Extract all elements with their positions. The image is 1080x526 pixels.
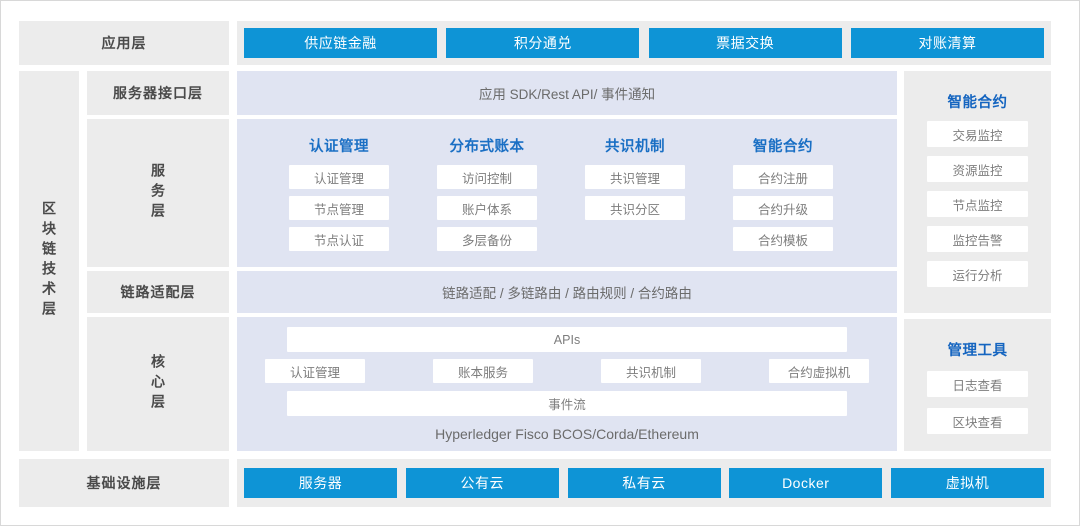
service-column-title: 共识机制: [605, 139, 665, 155]
service-layer-label: 服务层: [87, 119, 229, 267]
server-interface-layer-label: 服务器接口层: [87, 71, 229, 115]
app-item-supply-chain-finance[interactable]: 供应链金融: [244, 28, 437, 58]
panel-smart-contract-title: 智能合约: [947, 95, 1008, 111]
service-item-access-control[interactable]: 访问控制: [437, 165, 537, 189]
core-engine-list: Hyperledger Fisco BCOS/Corda/Ethereum: [435, 426, 699, 442]
service-column-title: 分布式账本: [449, 139, 525, 155]
link-adaptation-layer-label: 链路适配层: [87, 271, 229, 313]
core-layer-label: 核心层: [87, 317, 229, 451]
infrastructure-layer-strip: 服务器 公有云 私有云 Docker 虚拟机: [237, 459, 1051, 507]
infra-item-server[interactable]: 服务器: [244, 468, 397, 498]
core-layer-text: 核心层: [150, 354, 166, 414]
core-layer-content: APIs 认证管理 账本服务 共识机制 合约虚拟机 事件流 Hyperledge…: [237, 317, 897, 451]
blockchain-tech-layer-text: 区块链技术层: [41, 201, 57, 321]
service-column-auth: 认证管理 认证管理 节点管理 节点认证: [289, 135, 389, 258]
infra-item-public-cloud[interactable]: 公有云: [405, 468, 559, 498]
service-item-contract-template[interactable]: 合约模板: [733, 227, 833, 251]
core-item-apis[interactable]: APIs: [287, 327, 847, 352]
service-column-smart-contract: 智能合约 合约注册 合约升级 合约模板: [733, 135, 833, 258]
service-column-ledger: 分布式账本 访问控制 账户体系 多层备份: [437, 135, 537, 258]
core-item-consensus-mechanism[interactable]: 共识机制: [601, 359, 701, 383]
service-item-node-management[interactable]: 节点管理: [289, 196, 389, 220]
panel-item-runtime-analysis[interactable]: 运行分析: [927, 261, 1028, 287]
core-item-auth-management[interactable]: 认证管理: [265, 359, 365, 383]
panel-item-block-viewer[interactable]: 区块查看: [927, 408, 1028, 434]
application-layer-label: 应用层: [19, 21, 229, 65]
link-adaptation-layer-content: 链路适配 / 多链路由 / 路由规则 / 合约路由: [237, 271, 897, 313]
infra-item-private-cloud[interactable]: 私有云: [567, 468, 721, 498]
panel-item-transaction-monitoring[interactable]: 交易监控: [927, 121, 1028, 147]
panel-smart-contract: 智能合约 交易监控 资源监控 节点监控 监控告警 运行分析: [904, 71, 1051, 313]
service-layer-content: 认证管理 认证管理 节点管理 节点认证 分布式账本 访问控制 账户体系 多层备份…: [237, 119, 897, 267]
service-column-consensus: 共识机制 共识管理 共识分区: [585, 135, 685, 227]
core-item-event-stream[interactable]: 事件流: [287, 391, 847, 416]
app-item-bill-exchange[interactable]: 票据交换: [648, 28, 842, 58]
infra-item-virtual-machine[interactable]: 虚拟机: [891, 468, 1044, 498]
service-column-title: 认证管理: [309, 139, 369, 155]
service-item-contract-registration[interactable]: 合约注册: [733, 165, 833, 189]
panel-management-tools: 管理工具 日志查看 区块查看: [904, 319, 1051, 451]
service-item-node-auth[interactable]: 节点认证: [289, 227, 389, 251]
infra-item-docker[interactable]: Docker: [729, 468, 883, 498]
infrastructure-layer-label: 基础设施层: [19, 459, 229, 507]
panel-item-log-viewer[interactable]: 日志查看: [927, 371, 1028, 397]
service-item-consensus-partition[interactable]: 共识分区: [585, 196, 685, 220]
server-interface-layer-content: 应用 SDK/Rest API/ 事件通知: [237, 71, 897, 115]
core-services-row: 认证管理 账本服务 共识机制 合约虚拟机: [265, 359, 869, 383]
core-item-contract-vm[interactable]: 合约虚拟机: [769, 359, 869, 383]
app-item-reconciliation-settlement[interactable]: 对账清算: [850, 28, 1044, 58]
service-item-contract-upgrade[interactable]: 合约升级: [733, 196, 833, 220]
service-item-account-system[interactable]: 账户体系: [437, 196, 537, 220]
core-item-ledger-service[interactable]: 账本服务: [433, 359, 533, 383]
panel-item-node-monitoring[interactable]: 节点监控: [927, 191, 1028, 217]
panel-item-resource-monitoring[interactable]: 资源监控: [927, 156, 1028, 182]
panel-management-tools-title: 管理工具: [947, 343, 1008, 359]
service-item-multilayer-backup[interactable]: 多层备份: [437, 227, 537, 251]
service-column-title: 智能合约: [753, 139, 813, 155]
panel-item-monitoring-alarm[interactable]: 监控告警: [927, 226, 1028, 252]
service-layer-text: 服务层: [150, 163, 166, 223]
app-item-points-exchange[interactable]: 积分通兑: [446, 28, 640, 58]
blockchain-tech-layer-label: 区块链技术层: [19, 71, 79, 451]
application-layer-strip: 供应链金融 积分通兑 票据交换 对账清算: [237, 21, 1051, 65]
service-item-auth-management[interactable]: 认证管理: [289, 165, 389, 189]
service-item-consensus-management[interactable]: 共识管理: [585, 165, 685, 189]
